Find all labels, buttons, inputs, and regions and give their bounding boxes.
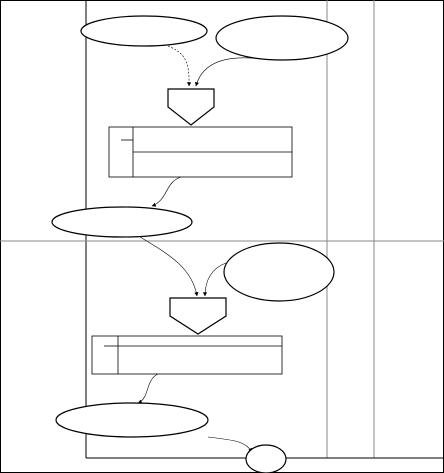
connector-ellipse-bottom-to-end: [207, 436, 253, 453]
connector-top-right-to-merge: [194, 57, 263, 87]
ellipse-bottom-left[interactable]: [55, 402, 209, 438]
connector-top-left-to-merge: [167, 45, 192, 87]
process-box-bottom[interactable]: [91, 335, 283, 375]
connector-process-top-to-ellipse: [151, 176, 182, 207]
connector-process-bottom-to-ellipse: [137, 373, 159, 404]
ellipse-top-left[interactable]: [80, 15, 208, 47]
merge-shape-top[interactable]: [167, 88, 215, 126]
connector-ellipse-right-to-merge-bottom: [202, 262, 227, 297]
ellipse-middle-right[interactable]: [223, 242, 335, 302]
process-box-top[interactable]: [108, 126, 293, 178]
end-circle[interactable]: [245, 444, 287, 473]
ellipse-top-right[interactable]: [215, 15, 349, 61]
connector-ellipse-left-to-merge-bottom: [139, 236, 199, 297]
merge-shape-bottom[interactable]: [169, 297, 227, 335]
ellipse-middle-left[interactable]: [51, 206, 193, 238]
